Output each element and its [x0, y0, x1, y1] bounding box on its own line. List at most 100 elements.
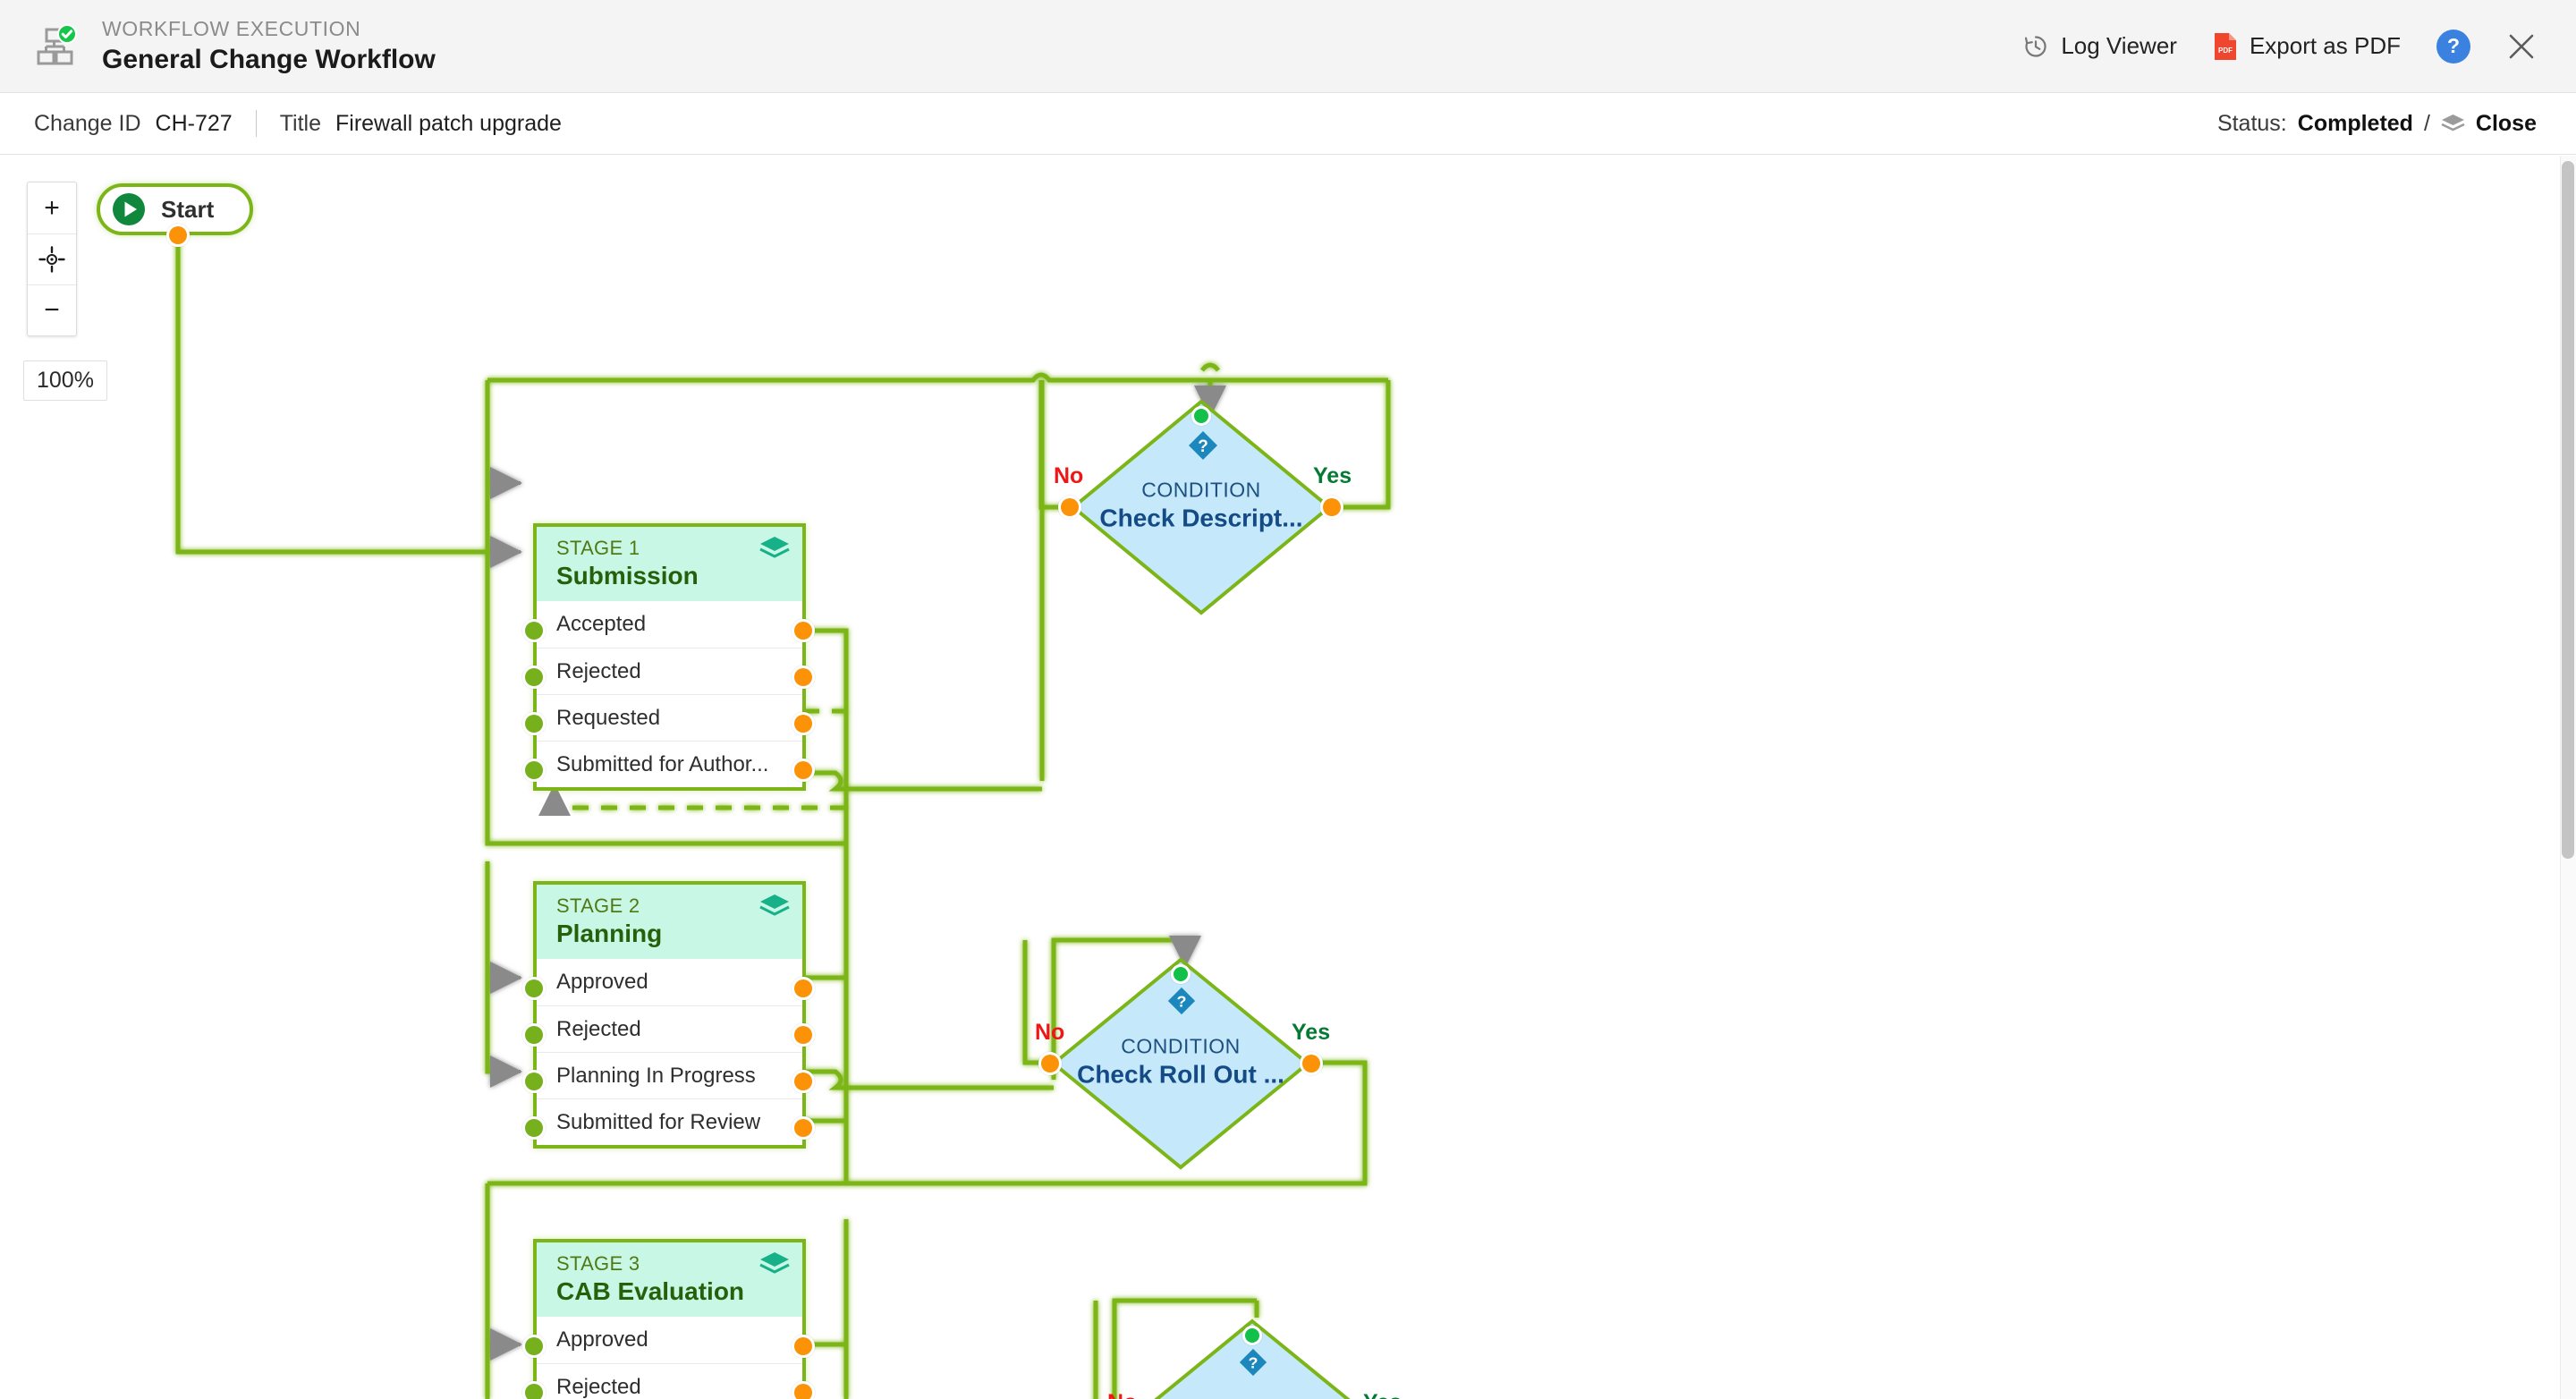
zoom-out-button[interactable]: − — [28, 284, 76, 335]
port-condition-1-in[interactable] — [1191, 406, 1211, 426]
stage-1-row-submitted[interactable]: Submitted for Author... — [537, 741, 802, 787]
port-stage2-approved-out[interactable] — [792, 977, 815, 1000]
port-stage2-approved-in[interactable] — [522, 977, 546, 1000]
stage-1-row-requested[interactable]: Requested — [537, 694, 802, 741]
change-id-value: CH-727 — [155, 110, 233, 136]
condition-1-no-label: No — [1054, 463, 1084, 488]
stage-1-row-rejected[interactable]: Rejected — [537, 648, 802, 694]
node-stage-1[interactable]: STAGE 1 Submission Accepted Rejected Req… — [533, 523, 806, 792]
zoom-level-label: 100% — [23, 360, 107, 401]
condition-2-no-label: No — [1035, 1020, 1065, 1045]
node-condition-1[interactable]: ? CONDITION Check Descript... — [1070, 398, 1333, 616]
port-stage2-rejected-in[interactable] — [522, 1023, 546, 1047]
stage-1-row-accepted[interactable]: Accepted — [556, 612, 647, 637]
stage-3-rows: Approved Rejected Approval Pending — [537, 1317, 802, 1399]
log-viewer-button[interactable]: Log Viewer — [2022, 32, 2177, 60]
close-workflow-button[interactable]: Close — [2475, 110, 2537, 136]
port-stage1-submitted-out[interactable] — [792, 759, 815, 782]
port-stage2-rejected-out[interactable] — [792, 1023, 815, 1047]
stage-3-name: CAB Evaluation — [556, 1276, 745, 1305]
port-start-out[interactable] — [166, 224, 190, 247]
history-clock-icon — [2025, 35, 2046, 57]
vertical-scrollbar[interactable] — [2562, 161, 2574, 859]
stage-2-number: STAGE 2 — [556, 895, 640, 917]
stage-1-header: STAGE 1 Submission — [537, 527, 802, 602]
edge-dashed-loopback — [555, 708, 846, 810]
start-label: Start — [161, 195, 215, 223]
svg-text:?: ? — [1198, 437, 1208, 456]
stage-3-row-approved[interactable]: Approved — [556, 1327, 648, 1352]
condition-2-yes-label: Yes — [1292, 1020, 1331, 1045]
play-circle-icon — [113, 193, 145, 225]
stage-2-row-submitted-for-review[interactable]: Submitted for Review — [537, 1098, 802, 1145]
help-button[interactable]: ? — [2436, 29, 2470, 64]
stage-2-row-approved[interactable]: Approved — [556, 970, 648, 995]
recenter-button[interactable] — [28, 233, 76, 284]
stage-2-header: STAGE 2 Planning — [537, 885, 802, 960]
zoom-controls[interactable]: + − — [27, 182, 77, 336]
port-condition-2-yes-out[interactable] — [1300, 1052, 1323, 1075]
info-divider — [255, 110, 257, 137]
recenter-target-icon — [38, 246, 65, 273]
header-actions: Log Viewer PDF Export as PDF ? — [2022, 29, 2576, 64]
port-stage2-planning-out[interactable] — [792, 1070, 815, 1093]
edge-layer — [175, 235, 1391, 1399]
close-icon[interactable] — [2506, 31, 2537, 62]
port-condition-1-yes-out[interactable] — [1320, 496, 1343, 519]
port-stage3-approved-out[interactable] — [792, 1335, 815, 1358]
port-stage1-submitted-in[interactable] — [522, 759, 546, 782]
stage-2-name: Planning — [556, 919, 663, 947]
port-stage3-approved-in[interactable] — [522, 1335, 546, 1358]
port-stage1-accepted-out[interactable] — [792, 619, 815, 642]
header-left-group: WORKFLOW EXECUTION General Change Workfl… — [0, 16, 436, 76]
stage-3-row-rejected[interactable]: Rejected — [537, 1363, 802, 1399]
layers-stack-icon — [759, 1252, 790, 1274]
page-title: General Change Workflow — [102, 44, 436, 74]
port-stage2-planning-in[interactable] — [522, 1070, 546, 1093]
stage-1-rows: Accepted Rejected Requested Submitted fo… — [537, 601, 802, 788]
node-stage-3[interactable]: STAGE 3 CAB Evaluation Approved Rejected… — [533, 1239, 806, 1399]
port-stage3-rejected-in[interactable] — [522, 1381, 546, 1399]
port-stage1-rejected-in[interactable] — [522, 666, 546, 689]
port-stage3-rejected-out[interactable] — [792, 1381, 815, 1399]
log-viewer-label: Log Viewer — [2061, 32, 2177, 59]
condition-3-no-label: No — [1107, 1390, 1137, 1399]
port-stage2-review-in[interactable] — [522, 1116, 546, 1140]
export-pdf-button[interactable]: PDF Export as PDF — [2213, 32, 2401, 61]
port-condition-2-no-out[interactable] — [1038, 1052, 1062, 1075]
workflow-canvas[interactable]: + − 100% Start STAGE 1 Submission — [0, 155, 2576, 1399]
layers-stack-icon — [759, 895, 790, 916]
status-group: Status: Completed / Close — [2217, 111, 2576, 137]
port-stage2-review-out[interactable] — [792, 1116, 815, 1140]
question-diamond-icon: ? — [1167, 987, 1196, 1015]
svg-text:?: ? — [1249, 1354, 1258, 1372]
export-pdf-label: Export as PDF — [2249, 32, 2401, 59]
change-id-label: Change ID — [34, 110, 141, 136]
node-stage-2[interactable]: STAGE 2 Planning Approved Rejected Plann… — [533, 881, 806, 1149]
workflow-hierarchy-icon — [34, 22, 82, 71]
condition-1-diamond — [1070, 399, 1333, 615]
port-condition-2-in[interactable] — [1171, 964, 1191, 984]
title-label: Title — [279, 110, 321, 136]
condition-3-yes-label: Yes — [1363, 1390, 1402, 1399]
stage-2-row-planning-in-progress[interactable]: Planning In Progress — [537, 1052, 802, 1098]
port-condition-1-no-out[interactable] — [1058, 496, 1081, 519]
stage-1-name: Submission — [556, 561, 699, 589]
node-condition-3[interactable]: ? CONDITION Pre-approved — [1122, 1318, 1383, 1399]
port-stage1-requested-in[interactable] — [522, 712, 546, 735]
port-condition-3-in[interactable] — [1242, 1326, 1262, 1345]
svg-text:PDF: PDF — [2218, 47, 2233, 55]
title-value: Firewall patch upgrade — [335, 110, 562, 136]
pdf-file-icon: PDF — [2214, 32, 2236, 60]
node-condition-2[interactable]: ? CONDITION Check Roll Out ... — [1050, 956, 1311, 1171]
stage-2-row-rejected[interactable]: Rejected — [537, 1005, 802, 1052]
layers-stack-icon — [2441, 114, 2465, 131]
zoom-in-button[interactable]: + — [44, 192, 60, 223]
question-diamond-icon: ? — [1239, 1348, 1267, 1377]
port-stage1-rejected-out[interactable] — [792, 666, 815, 689]
header-eyebrow: WORKFLOW EXECUTION — [102, 17, 361, 41]
port-stage1-requested-out[interactable] — [792, 712, 815, 735]
stage-1-number: STAGE 1 — [556, 537, 640, 559]
stage-2-rows: Approved Rejected Planning In Progress S… — [537, 959, 802, 1146]
port-stage1-accepted-in[interactable] — [522, 619, 546, 642]
